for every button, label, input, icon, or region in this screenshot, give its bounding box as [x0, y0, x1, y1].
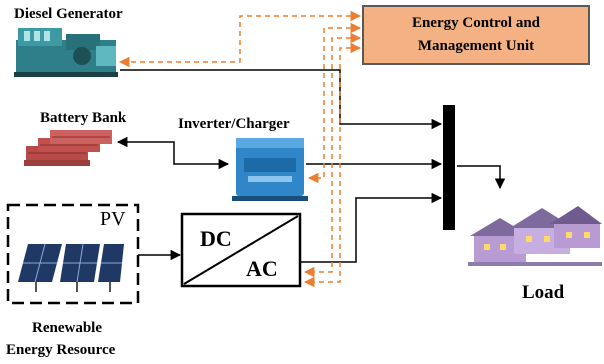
renewable-label-line1: Renewable — [32, 320, 102, 336]
diesel-generator-icon — [14, 28, 118, 77]
inverter-charger-icon — [232, 138, 308, 201]
inverter-charger-label: Inverter/Charger — [178, 116, 290, 132]
diesel-generator-label: Diesel Generator — [14, 6, 123, 22]
ecmu-converter-link-1 — [303, 32, 362, 278]
ecmu-label-line2: Management Unit — [417, 38, 535, 54]
pv-panel-icon — [18, 243, 124, 292]
control-links — [118, 10, 362, 288]
battery-inverter-line — [116, 136, 230, 170]
ecmu-converter-link-2 — [303, 42, 362, 288]
energy-control-management-unit: Energy Control and Management Unit — [362, 5, 590, 65]
load-busbar — [443, 105, 455, 230]
battery-bank-icon — [24, 130, 112, 166]
battery-bank-label: Battery Bank — [40, 110, 127, 126]
houses-load-icon — [468, 206, 602, 266]
ac-label: AC — [246, 256, 278, 281]
ecmu-inverter-link — [307, 22, 362, 184]
pv-dashed-box — [6, 203, 140, 305]
dc-ac-converter — [180, 212, 302, 288]
converter-to-bus-line — [300, 192, 443, 263]
dc-label: DC — [200, 226, 232, 251]
ecmu-generator-link — [118, 10, 362, 68]
renewable-label-line2: Energy Resource — [6, 342, 116, 358]
pv-label: PV — [100, 208, 126, 230]
bus-to-load-line — [457, 165, 506, 190]
load-label: Load — [522, 282, 565, 303]
power-lines — [116, 69, 506, 263]
ecmu-label-line1: Energy Control and — [411, 15, 541, 31]
